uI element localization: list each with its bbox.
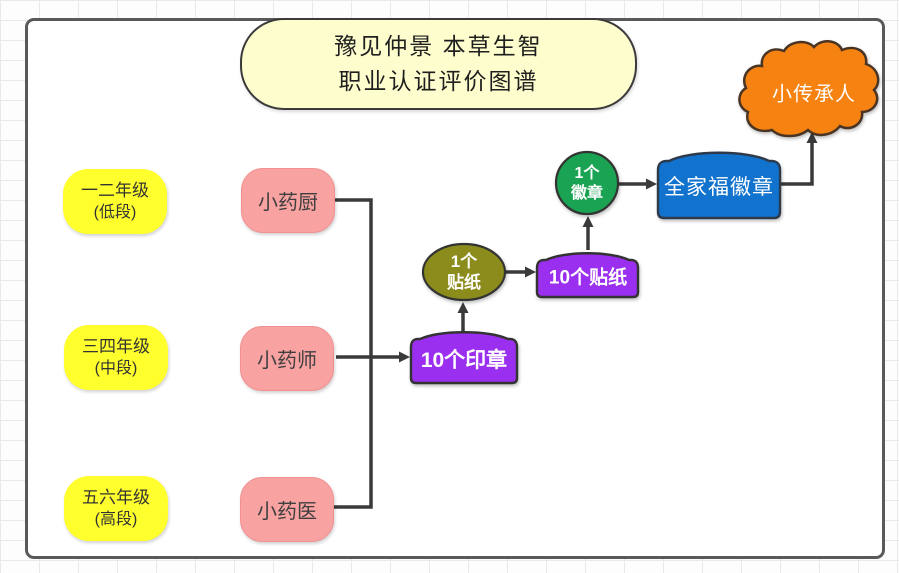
grade-box-mid: 三四年级 (中段) — [64, 325, 168, 390]
grade-label: 一二年级 — [81, 180, 149, 200]
arrow-family-to-cloud — [779, 132, 818, 186]
role-label: 小药师 — [257, 350, 317, 372]
one-sticker-ellipse-shape — [421, 242, 507, 302]
one-badge-label: 1个 徽章 — [570, 165, 604, 202]
one-badge-circle-shape — [554, 150, 620, 216]
family-badge-label: 全家福徽章 — [664, 176, 774, 199]
title-box: 豫见仲景 本草生智 职业认证评价图谱 — [240, 18, 637, 110]
stamps-box-shape — [409, 331, 519, 385]
grade-stage-label: (高段) — [94, 510, 138, 528]
grade-stage-label: (低段) — [93, 203, 137, 221]
title-line-2: 职业认证评价图谱 — [338, 68, 539, 94]
grade-label: 五六年级 — [82, 487, 150, 507]
grade-box-low: 一二年级 (低段) — [63, 169, 167, 234]
family-badge-box-shape — [656, 151, 782, 220]
final-cloud-label: 小传承人 — [772, 83, 856, 106]
grade-stage-label: (中段) — [94, 359, 138, 377]
role-label: 小药厨 — [258, 192, 318, 214]
grade-box-high: 五六年级 (高段) — [64, 476, 168, 541]
role-label: 小药医 — [257, 501, 317, 523]
role-box-doctor: 小药医 — [240, 477, 334, 542]
grade-label: 三四年级 — [82, 336, 150, 356]
final-cloud-shape — [738, 40, 880, 138]
stamps-box-label: 10个印章 — [420, 349, 508, 372]
title-line-1: 豫见仲景 本草生智 — [334, 33, 543, 59]
role-box-chef: 小药厨 — [241, 168, 335, 233]
one-sticker-label: 1个 贴纸 — [447, 252, 481, 292]
trunk-connector — [334, 198, 373, 509]
role-box-pharmacist: 小药师 — [240, 326, 334, 391]
stickers-box-label: 10个贴纸 — [548, 267, 628, 289]
stickers-box-shape — [535, 252, 640, 299]
